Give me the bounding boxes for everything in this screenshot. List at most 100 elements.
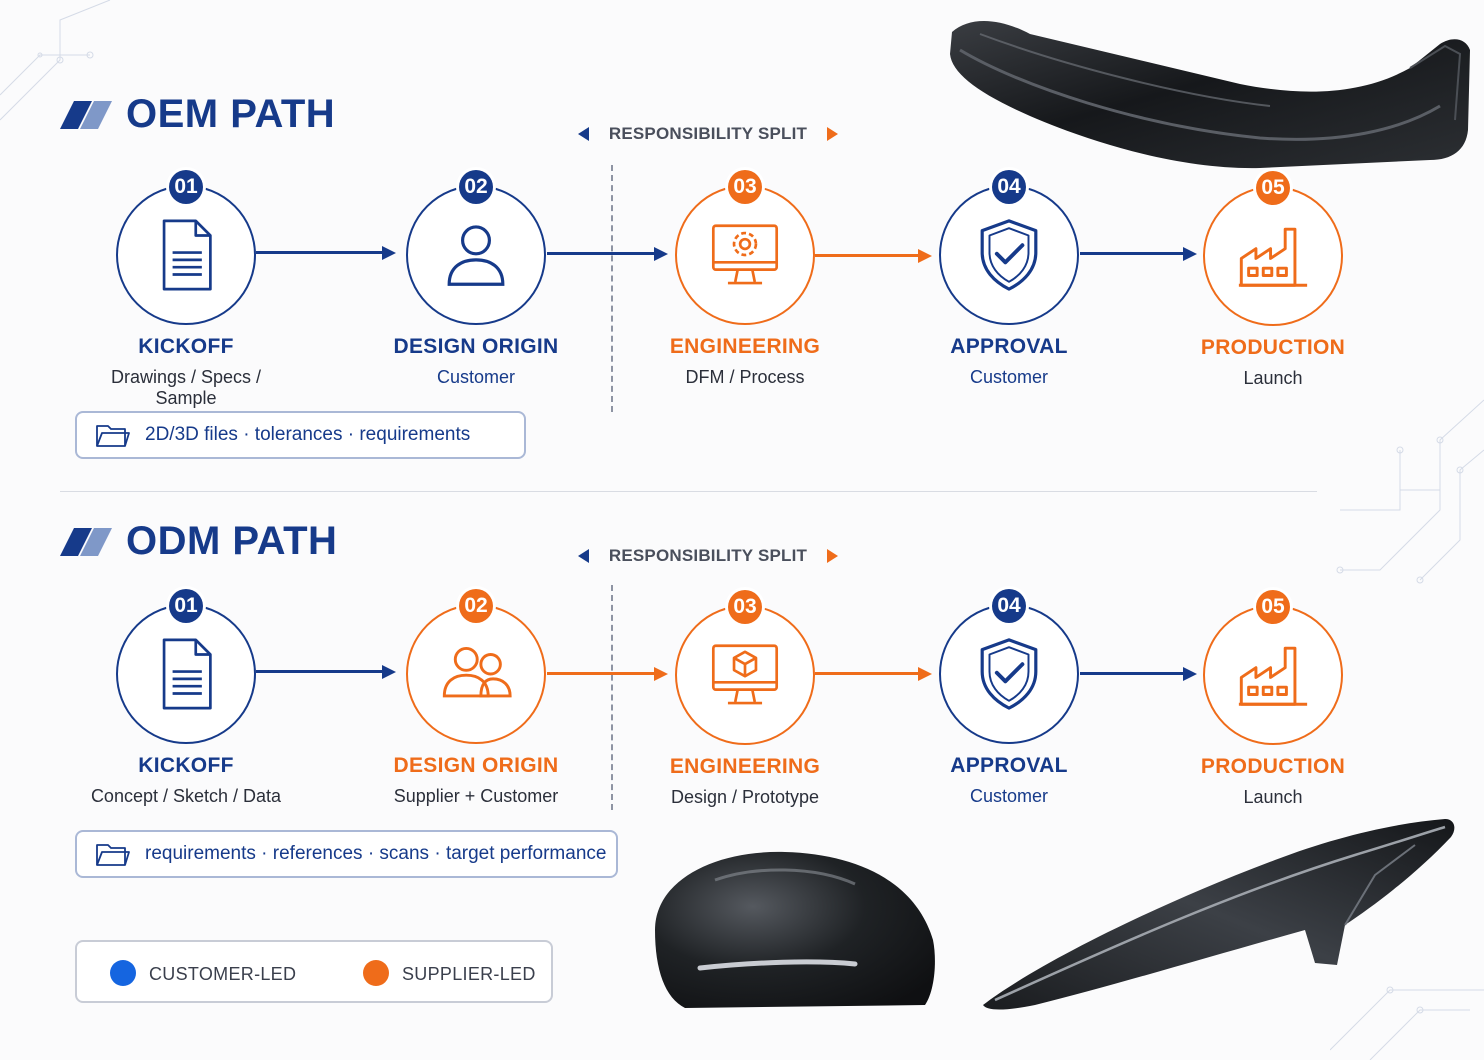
step-ring: 03 [675,170,815,325]
step-ring: 02 [406,170,546,325]
step-number: 01 [169,589,203,623]
circuit-decoration-right [1336,399,1484,584]
step-ring: 04 [939,170,1079,325]
step-ring: 05 [1203,590,1343,745]
folder-icon [96,425,130,447]
oem-split-divider [611,165,613,412]
odm-connector-1-2 [256,665,396,679]
supplier-led-dot [363,960,389,986]
oem-path-title: OEM PATH [60,92,335,137]
odm-responsibility-split: RESPONSIBILITY SPLIT [578,544,838,568]
document-icon [162,638,212,710]
side-wing-trim-image [983,819,1455,1010]
odm-connector-2-3 [547,667,668,681]
step-name: APPROVAL [950,754,1068,777]
step-number: 04 [992,589,1026,623]
step-number: 04 [992,170,1026,204]
oem-step-production: 05 PRODUCTION Launch [1173,171,1373,389]
step-subtitle: Supplier + Customer [393,786,559,806]
legend-supplier-led: SUPPLIER-LED [402,964,536,984]
step-name: ENGINEERING [669,755,821,778]
odm-step-approval: 04 APPROVAL Customer [909,589,1109,807]
step-number: 02 [459,170,493,204]
double-slash-icon [60,527,112,556]
monitor-gear-icon [711,224,779,285]
split-right-arrow-icon [827,549,838,563]
step-name: DESIGN ORIGIN [393,335,559,358]
odm-step-production: 05 PRODUCTION Launch [1173,590,1373,808]
step-subtitle: Drawings / Specs / Sample [110,367,262,408]
step-name: KICKOFF [138,335,234,358]
step-ring: 01 [116,589,256,744]
step-subtitle: Customer [969,367,1049,387]
oem-connector-3-4 [815,249,932,263]
step-subtitle: Launch [1243,368,1303,388]
legend-customer-led: CUSTOMER-LED [149,964,297,984]
document-icon [162,219,212,291]
oem-inputs-box: 2D/3D files · tolerances · requirements [75,411,526,459]
step-name: KICKOFF [138,754,234,777]
user-icon [447,225,505,286]
step-ring: 02 [406,589,546,744]
step-subtitle: Customer [969,786,1049,806]
odm-path-title: ODM PATH [60,519,337,564]
odm-step-design-origin: 02 DESIGN ORIGIN Supplier + Customer [376,589,576,807]
step-subtitle: Design / Prototype [670,787,820,807]
shield-check-icon [980,638,1038,710]
odm-step-kickoff: 01 KICKOFF Concept / Sketch / Data [86,589,286,807]
oem-step-kickoff: 01 KICKOFF Drawings / Specs / Sample [86,170,286,409]
odm-inputs-box: requirements · references · scans · targ… [75,830,618,878]
step-name: APPROVAL [950,335,1068,358]
step-number: 03 [728,170,762,204]
oem-step-engineering: 03 ENGINEERING DFM / Process [645,170,845,388]
factory-icon [1238,227,1308,287]
step-subtitle: Concept / Sketch / Data [90,786,282,806]
step-name: PRODUCTION [1200,336,1346,359]
step-ring: 01 [116,170,256,325]
front-lip-spoiler-image [950,20,1470,169]
oem-responsibility-split: RESPONSIBILITY SPLIT [578,122,838,146]
responsibility-split-label: RESPONSIBILITY SPLIT [608,124,808,143]
factory-icon [1238,646,1308,706]
shield-check-icon [980,219,1038,291]
oem-connector-1-2 [256,246,396,260]
oem-path-heading: OEM PATH [126,92,336,136]
step-number: 05 [1256,171,1290,205]
oem-connector-2-3 [547,247,668,261]
step-number: 03 [728,590,762,624]
oem-step-approval: 04 APPROVAL Customer [909,170,1109,388]
double-slash-icon [60,100,112,129]
odm-inputs-text: requirements · references · scans · targ… [145,843,607,864]
oem-step-design-origin: 02 DESIGN ORIGIN Customer [376,170,576,388]
step-name: DESIGN ORIGIN [393,754,559,777]
step-number: 02 [459,589,493,623]
split-left-arrow-icon [578,549,589,563]
mirror-cap-image [655,851,935,1008]
monitor-cube-icon [711,644,779,705]
odm-connector-3-4 [815,667,932,681]
step-subtitle: DFM / Process [685,367,805,387]
step-subtitle: Customer [436,367,516,387]
step-number: 01 [169,170,203,204]
odm-path-heading: ODM PATH [126,519,338,563]
step-subtitle: Launch [1243,787,1303,807]
responsibility-split-label: RESPONSIBILITY SPLIT [608,546,808,565]
legend: CUSTOMER-LED SUPPLIER-LED [75,940,553,1003]
step-ring: 05 [1203,171,1343,326]
folder-icon [96,844,130,866]
section-divider [60,491,1317,492]
oem-connector-4-5 [1080,247,1197,261]
split-left-arrow-icon [578,127,589,141]
users-icon [442,646,512,698]
split-right-arrow-icon [827,127,838,141]
customer-led-dot [110,960,136,986]
odm-connector-4-5 [1080,667,1197,681]
odm-split-divider [611,585,613,810]
odm-step-engineering: 03 ENGINEERING Design / Prototype [645,590,845,808]
oem-inputs-text: 2D/3D files · tolerances · requirements [145,424,471,445]
step-ring: 03 [675,590,815,745]
step-number: 05 [1256,590,1290,624]
step-ring: 04 [939,589,1079,744]
step-name: PRODUCTION [1200,755,1346,778]
step-name: ENGINEERING [669,335,821,358]
